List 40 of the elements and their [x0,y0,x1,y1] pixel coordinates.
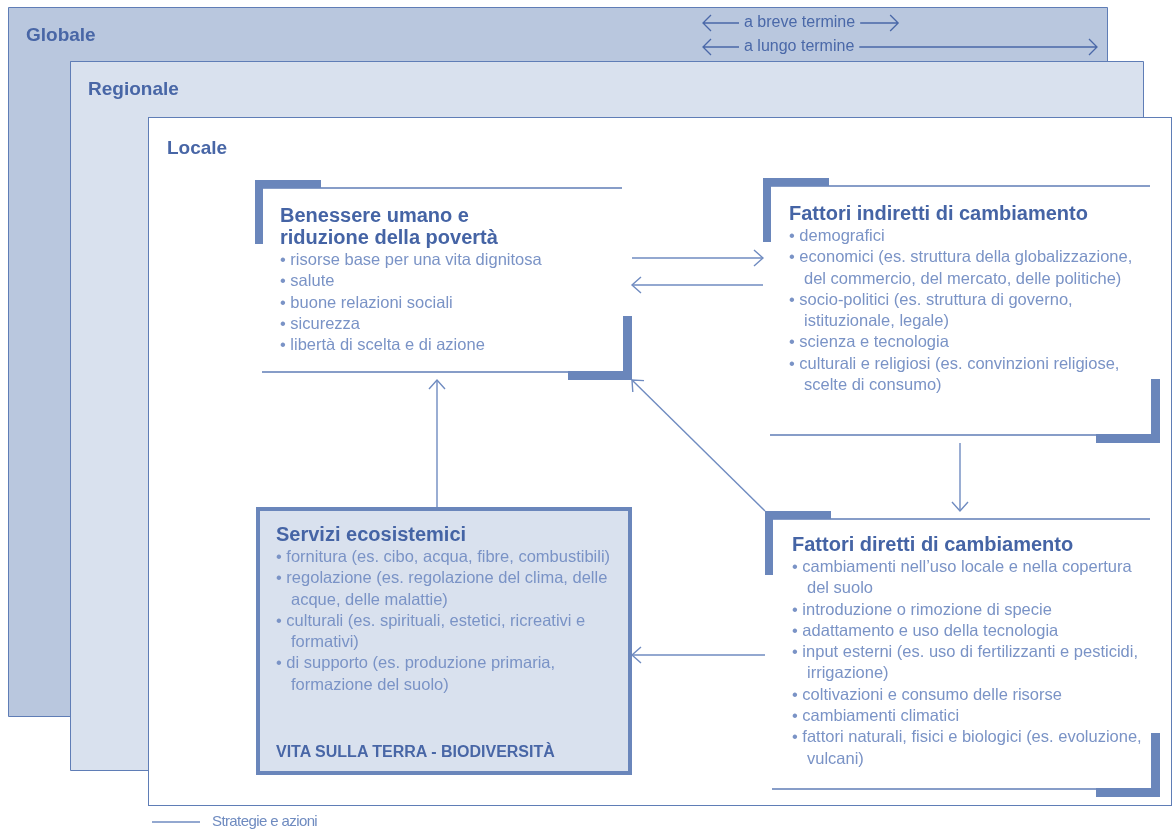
bullet-item: • fattori naturali, fisici e biologici (es. evoluzione, vulcani) [792,726,1143,769]
concept-box [256,507,632,775]
bullet-item: • economici (es. struttura della globalizzazione, del commercio, del mercato, delle politiche) [789,246,1134,289]
legend-label: Strategie e azioni [212,812,318,829]
bullet-item: • scienza e tecnologia [789,331,950,353]
bullet-item: • regolazione (es. regolazione del clima, delle acque, delle malattie) [276,567,609,610]
arrow [631,646,766,664]
bullet-item: • libertà di scelta e di azione [280,334,486,356]
panel-heading: Fattori diretti di cambiamento [792,533,1075,555]
bullet-item: • cambiamenti nell’uso locale e nella copertura del suolo [792,556,1133,599]
arrow [631,379,766,512]
bullet-item: • introduzione o rimozione di specie [792,598,1053,620]
time-scale-label: a breve termine [744,13,856,31]
arrow [631,276,764,294]
bullet-item: • demografici [789,225,886,246]
scope-label: Locale [167,137,228,159]
bullet-item: • di supporto (es. produzione primaria, formazione del suolo) [276,652,557,695]
scope-label: Globale [26,24,96,46]
bullet-item: • sicurezza [280,312,362,334]
bullet-item: • input esterni (es. uso di fertilizzanti e pesticidi, irrigazione) [792,641,1140,684]
panel-heading: Servizi ecosistemici [276,523,468,545]
bullet-item: • socio-politici (es. struttura di governo, istituzionale, legale) [789,288,1074,332]
bullet-item: • culturali (es. spirituali, estetici, ricreativi e formativi) [276,609,587,653]
bullet-item: • salute [280,270,336,292]
arrow [631,249,764,267]
arrow [428,379,446,508]
bullet-item: • culturali e religiosi (es. convinzioni religiose, scelte di consumo) [789,352,1121,396]
scope-panel [148,117,1172,806]
footer-label: VITA SULLA TERRA - BIODIVERSITÀ [276,743,555,761]
bullet-item: • adattamento e uso della tecnologia [792,619,1060,641]
bullet-item: • cambiamenti climatici [792,705,961,727]
arrow [951,442,969,512]
scope-label: Regionale [88,78,179,100]
bullet-item: • risorse base per una vita dignitosa [280,249,543,270]
bullet-item: • coltivazioni e consumo delle risorse [792,683,1063,705]
panel-heading: Benessere umano e riduzione della povertà [280,204,499,248]
bullet-item: • buone relazioni sociali [280,291,454,313]
panel-heading: Fattori indiretti di cambiamento [789,202,1089,224]
bullet-item: • fornitura (es. cibo, acqua, fibre, combustibili) [276,546,612,567]
time-scale-label: a lungo termine [744,37,855,55]
